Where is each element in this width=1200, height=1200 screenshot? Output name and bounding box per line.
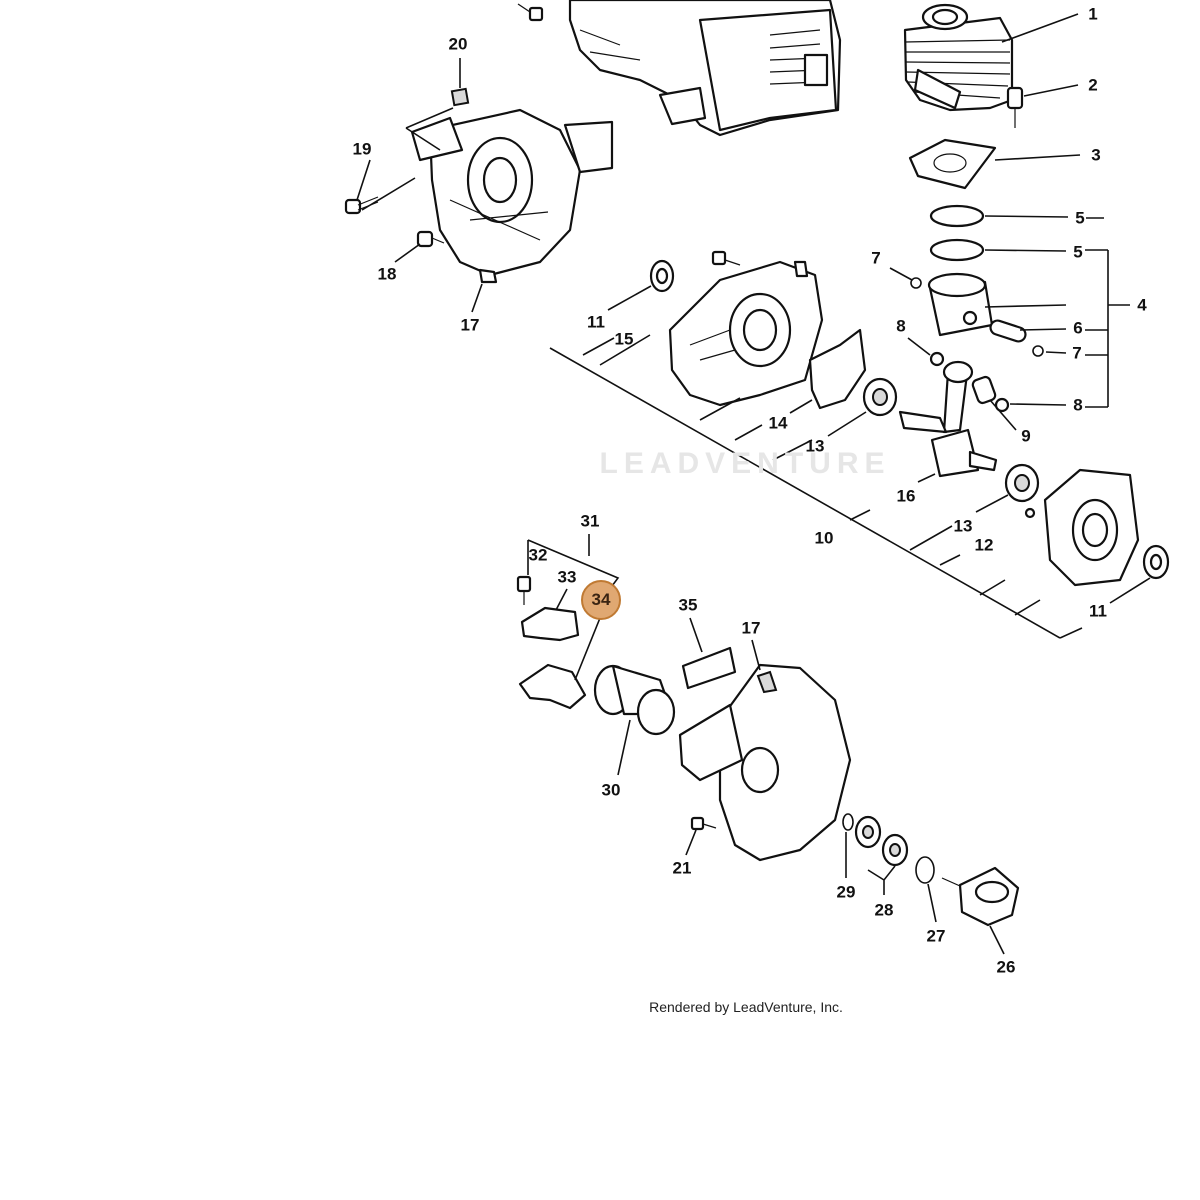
callout-c28[interactable]: 28 [874, 900, 894, 920]
callout-c32[interactable]: 32 [528, 545, 548, 565]
crankcase-half-part[interactable] [1043, 468, 1140, 587]
bolt-part[interactable] [416, 230, 445, 248]
seal-part[interactable] [649, 259, 675, 293]
drum-part[interactable] [941, 866, 1020, 927]
callout-c16[interactable]: 16 [896, 486, 916, 506]
callout-c15[interactable]: 15 [614, 329, 634, 349]
callout-c30[interactable]: 30 [601, 780, 621, 800]
seal-part[interactable] [1142, 544, 1170, 580]
bolt-part[interactable] [344, 196, 379, 215]
nut-part[interactable] [450, 87, 470, 107]
callout-c11a[interactable]: 11 [587, 312, 605, 332]
crankcase-part[interactable] [668, 260, 824, 407]
crankshaft-part[interactable] [898, 360, 998, 478]
render-credit: Rendered by LeadVenture, Inc. [649, 999, 843, 1015]
clutch-shoe-part[interactable] [518, 663, 587, 710]
bolt-part[interactable] [690, 816, 717, 831]
callout-c35[interactable]: 35 [678, 595, 698, 615]
callout-c10[interactable]: 10 [814, 528, 834, 548]
bearing-part[interactable] [854, 815, 882, 849]
piston-pin-part[interactable] [989, 319, 1028, 343]
piston-part[interactable] [927, 272, 994, 337]
washer-part[interactable] [994, 397, 1010, 413]
bearing-part[interactable] [862, 377, 898, 417]
bolt-part[interactable] [517, 3, 544, 22]
callout-c17b[interactable]: 17 [741, 618, 761, 638]
callout-c5b[interactable]: 5 [1073, 242, 1083, 262]
clip-part[interactable] [1032, 345, 1044, 357]
engine-housing-part[interactable] [568, 0, 842, 137]
gasket-part[interactable] [908, 138, 997, 190]
callout-c12[interactable]: 12 [974, 535, 994, 555]
callout-c7b[interactable]: 7 [871, 248, 881, 268]
callout-c17a[interactable]: 17 [460, 315, 480, 335]
piston-ring-part[interactable] [929, 238, 985, 262]
bolt-part[interactable] [711, 250, 741, 266]
clutch-housing-part[interactable] [678, 663, 852, 862]
callout-c13a[interactable]: 13 [805, 436, 825, 456]
fan-housing-part[interactable] [410, 108, 614, 284]
callout-c1[interactable]: 1 [1088, 4, 1098, 24]
callout-c4[interactable]: 4 [1137, 295, 1147, 315]
snap-ring-part[interactable] [842, 813, 854, 831]
callout-c13b[interactable]: 13 [953, 516, 973, 536]
callout-c3[interactable]: 3 [1091, 145, 1101, 165]
callout-c19[interactable]: 19 [352, 139, 372, 159]
callout-c26[interactable]: 26 [996, 957, 1016, 977]
clip-part[interactable] [910, 277, 922, 289]
bearing-part[interactable] [1004, 463, 1040, 503]
watermark-text: LEADVENTURE [599, 447, 891, 480]
callout-c8a[interactable]: 8 [1073, 395, 1083, 415]
callout-c7a[interactable]: 7 [1072, 343, 1082, 363]
callout-c20[interactable]: 20 [448, 34, 468, 54]
callout-c5a[interactable]: 5 [1075, 208, 1085, 228]
piston-ring-part[interactable] [929, 204, 985, 228]
washer-part[interactable] [929, 351, 945, 367]
callout-c6[interactable]: 6 [1073, 318, 1083, 338]
callout-c9[interactable]: 9 [1021, 426, 1031, 446]
callout-c33[interactable]: 33 [557, 567, 577, 587]
callout-c11b[interactable]: 11 [1089, 601, 1107, 621]
assembly-bracket-line [549, 249, 1130, 639]
pin-part[interactable] [1024, 507, 1036, 519]
callout-c31[interactable]: 31 [580, 511, 600, 531]
clutch-drum-part[interactable] [593, 664, 676, 736]
highlighted-callout-badge[interactable]: 34 [581, 580, 621, 620]
bolt-part[interactable] [516, 575, 532, 605]
callout-c2[interactable]: 2 [1088, 75, 1098, 95]
bearing-part[interactable] [881, 833, 909, 867]
crankcase-gasket-part[interactable] [808, 328, 867, 410]
callout-c29[interactable]: 29 [836, 882, 856, 902]
callout-c18[interactable]: 18 [377, 264, 397, 284]
callout-c27[interactable]: 27 [926, 926, 946, 946]
cylinder-screw-part[interactable] [1006, 86, 1024, 128]
callout-c8b[interactable]: 8 [896, 316, 906, 336]
snap-ring-part[interactable] [915, 856, 935, 884]
callout-c14[interactable]: 14 [768, 413, 788, 433]
leader-lines [356, 13, 1151, 955]
needle-bearing-part[interactable] [971, 375, 997, 405]
label-plate-part[interactable] [681, 646, 737, 690]
callout-c21[interactable]: 21 [672, 858, 692, 878]
cylinder-part[interactable] [903, 3, 1014, 112]
shoe-part[interactable] [520, 606, 580, 642]
